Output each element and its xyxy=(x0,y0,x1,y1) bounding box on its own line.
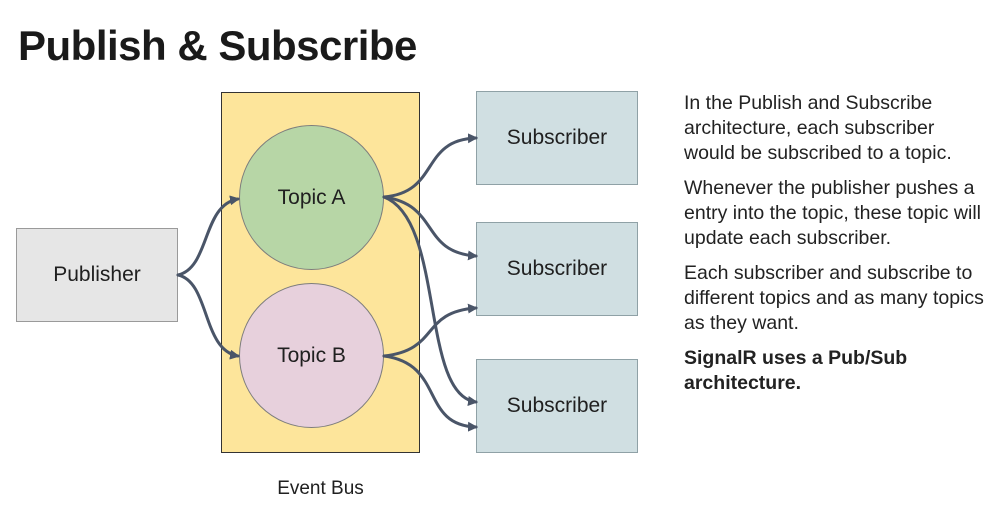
publisher-label: Publisher xyxy=(53,263,141,286)
arrow-topic-a-sub-2 xyxy=(382,195,478,261)
subscriber-box-1: Subscriber xyxy=(476,91,638,185)
topic-b-label: Topic B xyxy=(277,343,346,367)
event-bus-label: Event Bus xyxy=(277,478,364,499)
description-paragraph-4: SignalR uses a Pub/Sub architecture. xyxy=(684,347,908,394)
description-paragraph-3: Each subscriber and subscribe to differe… xyxy=(684,262,984,334)
arrow-topic-b-sub-2 xyxy=(382,303,478,358)
subscriber-box-3: Subscriber xyxy=(476,359,638,453)
arrow-topic-b-sub-3 xyxy=(382,354,478,432)
subscriber-box-2: Subscriber xyxy=(476,222,638,316)
arrow-topic-a-sub-1 xyxy=(382,133,478,199)
arrow-topic-a-sub-3 xyxy=(382,195,478,406)
arrow-publisher-topic-a xyxy=(176,195,240,277)
subscriber-label-3: Subscriber xyxy=(506,394,608,417)
topic-a-label: Topic A xyxy=(277,185,346,209)
description-paragraph-2: Whenever the publisher pushes a entry in… xyxy=(684,177,981,249)
arrow-publisher-topic-b xyxy=(176,273,240,360)
topic-a-circle: Topic A xyxy=(239,125,384,270)
subscriber-label-1: Subscriber xyxy=(506,126,608,149)
page-title: Publish & Subscribe xyxy=(18,22,417,69)
description-paragraph-1: In the Publish and Subscribe architectur… xyxy=(684,92,952,164)
description-panel: In the Publish and Subscribe architectur… xyxy=(684,91,984,406)
subscriber-label-2: Subscriber xyxy=(506,257,608,280)
